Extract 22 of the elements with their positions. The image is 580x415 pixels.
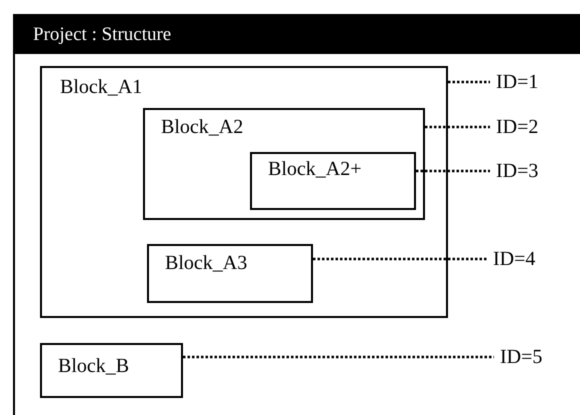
block-label: Block_A2	[161, 116, 244, 138]
block-box	[250, 152, 416, 210]
id-label: ID=4	[493, 248, 536, 270]
block-label: Block_B	[58, 355, 130, 377]
id-label: ID=1	[496, 71, 538, 93]
block-label: Block_A2+	[268, 158, 362, 180]
block-box	[40, 66, 448, 318]
block-label: Block_A1	[60, 76, 142, 98]
id-label: ID=2	[496, 116, 538, 138]
leader-line	[425, 126, 490, 128]
block-box	[40, 343, 183, 398]
leader-line	[416, 170, 490, 172]
id-label: ID=5	[500, 346, 542, 368]
leader-line	[448, 80, 490, 84]
leader-line	[183, 356, 494, 358]
block-label: Block_A3	[165, 252, 248, 274]
title-bar: Project : Structure	[15, 16, 580, 54]
leader-line	[313, 258, 487, 260]
block-box	[147, 244, 313, 303]
id-label: ID=3	[496, 160, 538, 182]
window-panel	[13, 14, 580, 415]
block-box	[143, 108, 425, 220]
